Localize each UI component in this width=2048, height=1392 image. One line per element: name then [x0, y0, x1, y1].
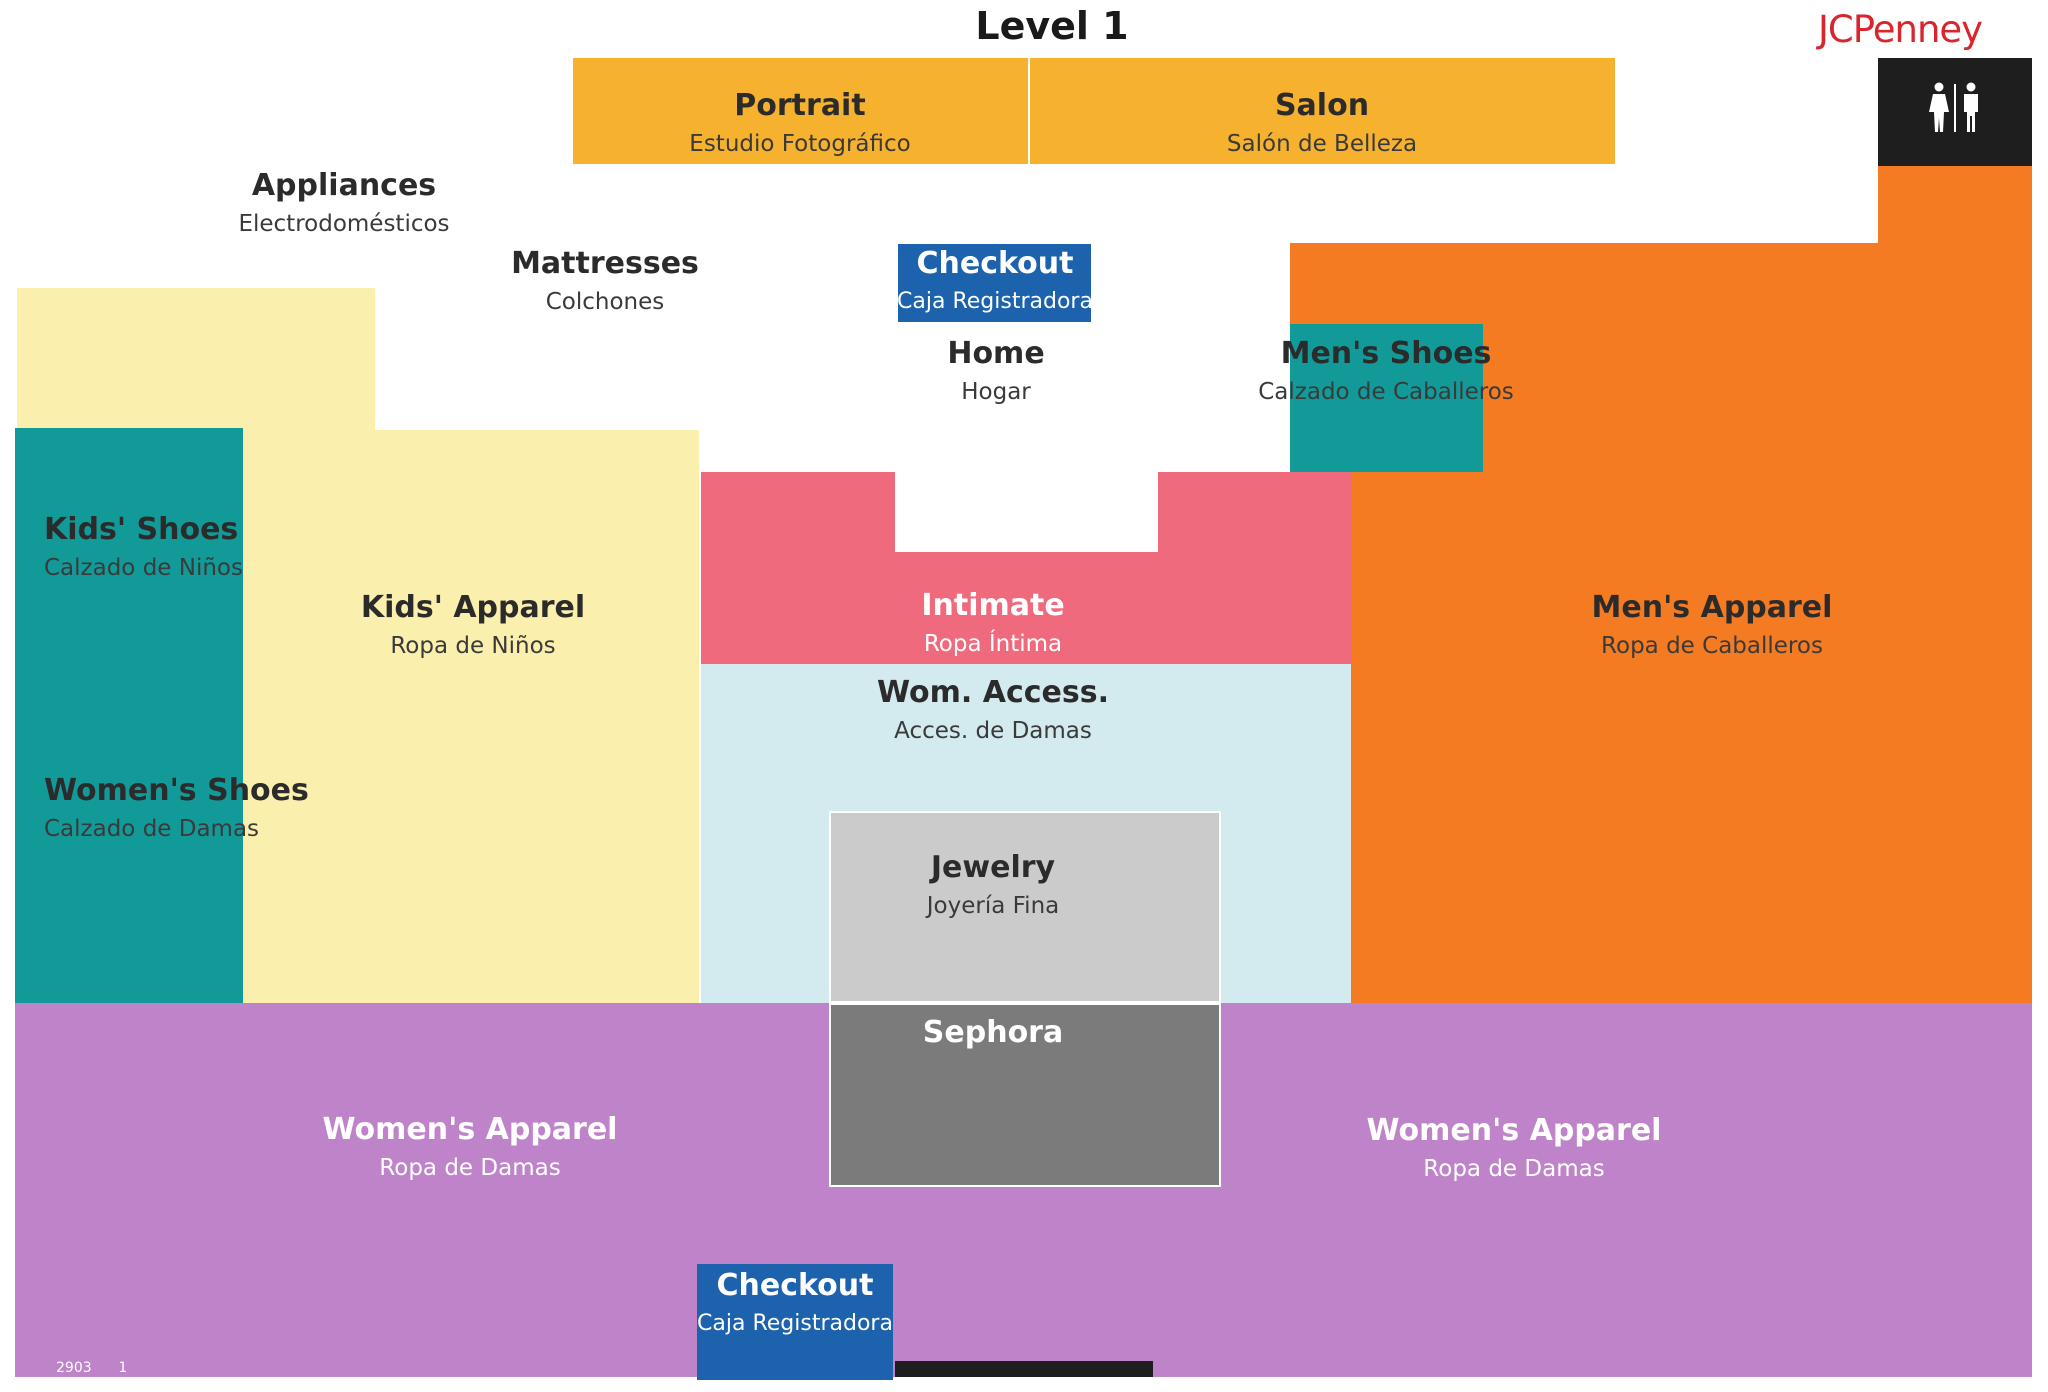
- checkout-bottom-label: Checkout Caja Registradora: [697, 1268, 893, 1336]
- portrait-label: Portrait Estudio Fotográfico: [689, 88, 911, 157]
- entrance[interactable]: [895, 1361, 1153, 1377]
- kids-apparel-area[interactable]: [242, 430, 699, 1003]
- mens-shoes-area[interactable]: [1290, 324, 1483, 472]
- womens-shoes-label: Women's Shoes Calzado de Damas: [44, 773, 309, 842]
- restroom[interactable]: [1878, 58, 2032, 166]
- sephora-label: Sephora: [922, 1015, 1064, 1050]
- appliances-label[interactable]: Appliances Electrodomésticos: [238, 168, 450, 237]
- portrait-area[interactable]: [573, 58, 1028, 164]
- salon-label: Salon Salón de Belleza: [1226, 88, 1418, 157]
- womens-apparel-right-label: Women's Apparel Ropa de Damas: [1366, 1113, 1662, 1182]
- kids-apparel-label: Kids' Apparel Ropa de Niños: [360, 590, 586, 659]
- salon-area[interactable]: [1030, 58, 1615, 164]
- checkout-bottom[interactable]: [697, 1264, 893, 1380]
- checkout-top-label: Checkout Caja Registradora: [897, 246, 1093, 314]
- sephora-area[interactable]: [829, 1003, 1221, 1187]
- womens-apparel-left-label: Women's Apparel Ropa de Damas: [322, 1112, 618, 1181]
- womens-accessories-label: Wom. Access. Acces. de Damas: [877, 675, 1109, 744]
- kids-shoes-label: Kids' Shoes Calzado de Niños: [44, 512, 243, 581]
- kids-apparel-upper[interactable]: [17, 288, 375, 430]
- footer-code: 2903 1: [56, 1360, 128, 1376]
- shoes-area-left[interactable]: [15, 428, 243, 1003]
- checkout-top[interactable]: [898, 244, 1091, 322]
- jewelry-area[interactable]: [829, 811, 1221, 1003]
- mens-apparel-lower[interactable]: [1352, 472, 1892, 1003]
- intimate-area-bottom[interactable]: [701, 552, 1351, 664]
- mattresses-label[interactable]: Mattresses Colchones: [511, 246, 699, 315]
- brand-logo: JCPenney: [1818, 8, 1983, 51]
- jewelry-label: Jewelry Joyería Fina: [926, 850, 1060, 919]
- intimate-label: Intimate Ropa Íntima: [921, 588, 1065, 657]
- mens-apparel-label: Men's Apparel Ropa de Caballeros: [1591, 590, 1833, 659]
- mens-apparel-area-extension[interactable]: [1878, 166, 2032, 1003]
- page-title: Level 1: [975, 4, 1129, 48]
- home-label[interactable]: Home Hogar: [947, 336, 1045, 405]
- mens-shoes-label: Men's Shoes Calzado de Caballeros: [1258, 336, 1514, 405]
- restroom-icon: [1929, 82, 1978, 132]
